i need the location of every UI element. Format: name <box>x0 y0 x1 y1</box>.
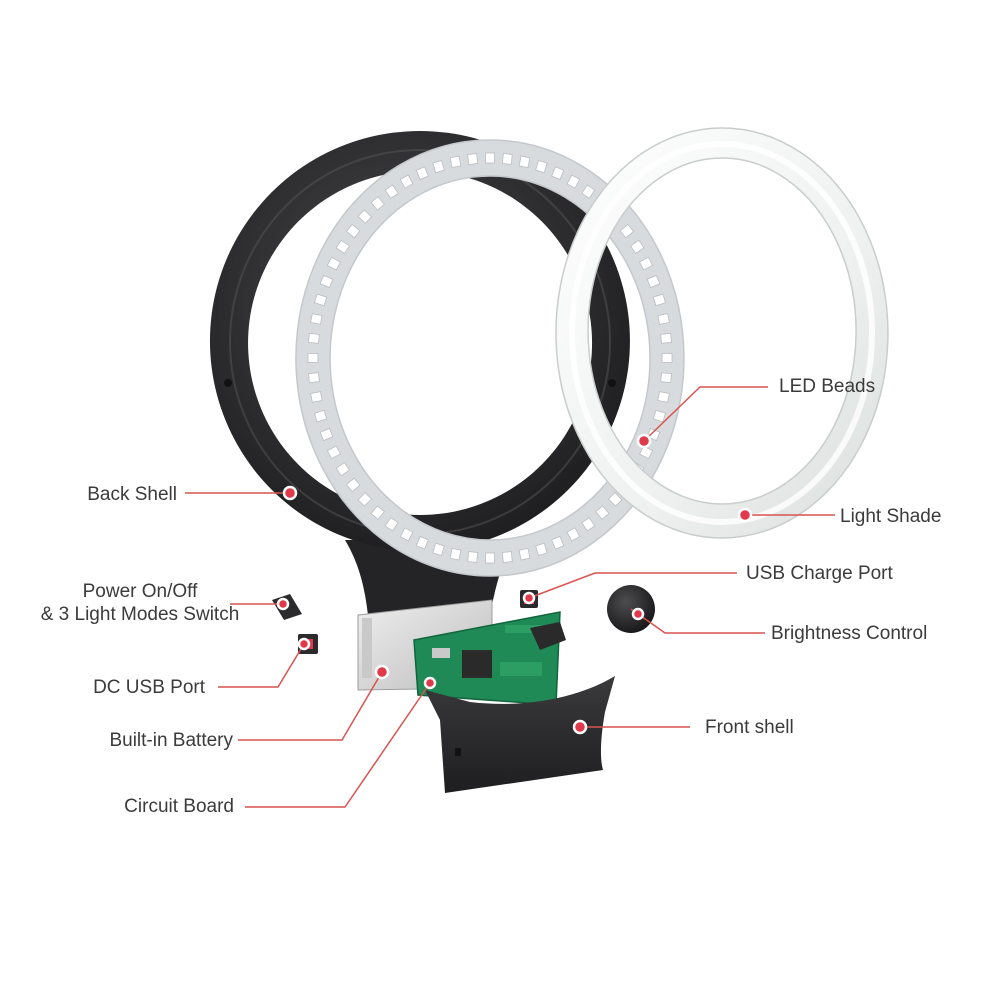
led-bead <box>326 256 341 271</box>
led-bead <box>335 462 351 477</box>
dot-power-switch <box>276 597 290 611</box>
led-bead <box>319 274 334 289</box>
led-bead <box>646 274 661 289</box>
led-bead <box>357 209 373 224</box>
label-back-shell: Back Shell <box>87 484 177 505</box>
led-bead <box>314 293 328 307</box>
led-bead <box>357 492 373 507</box>
led-bead <box>660 332 672 344</box>
led-bead <box>308 372 320 384</box>
led-bead <box>432 160 445 174</box>
label-dc-usb-port: DC USB Port <box>93 677 205 698</box>
led-bead <box>501 551 513 563</box>
led-bead <box>619 223 635 239</box>
led-bead <box>535 160 548 174</box>
led-bead <box>485 552 495 564</box>
label-led-beads: LED Beads <box>779 376 876 397</box>
led-bead <box>639 256 654 271</box>
leader-led-beads <box>643 386 768 442</box>
led-bead <box>370 505 385 520</box>
dot-light-shade <box>737 507 753 523</box>
led-bead <box>566 174 581 189</box>
label-usb-charge-port: USB Charge Port <box>746 563 893 584</box>
led-bead <box>566 527 581 542</box>
dot-dc-usb-port <box>297 637 311 651</box>
led-bead <box>432 542 445 556</box>
dot-led-beads <box>636 433 652 449</box>
led-bead <box>657 313 670 325</box>
led-bead <box>449 547 462 561</box>
led-bead <box>518 155 531 169</box>
led-bead <box>310 391 323 403</box>
leader-circuit-board <box>245 682 431 808</box>
led-bead <box>399 527 414 542</box>
label-brightness-control: Brightness Control <box>771 623 928 644</box>
label-built-in-battery: Built-in Battery <box>109 730 233 751</box>
led-bead <box>415 166 429 181</box>
led-bead <box>551 535 565 550</box>
dot-usb-charge-port <box>522 591 536 605</box>
leader-dc-usb-port <box>218 643 305 688</box>
led-bead <box>607 492 623 507</box>
led-bead <box>661 353 673 363</box>
led-bead <box>485 152 495 164</box>
light-shade <box>555 127 889 539</box>
led-bead <box>639 445 654 460</box>
led-bead <box>384 184 399 199</box>
leader-built-in-battery <box>238 671 383 741</box>
led-bead <box>581 184 596 199</box>
led-bead <box>657 391 670 403</box>
label-power-switch-line2: & 3 Light Modes Switch <box>40 604 240 625</box>
led-bead <box>345 477 361 493</box>
leader-lines <box>185 386 835 808</box>
label-circuit-board: Circuit Board <box>124 796 234 817</box>
led-bead <box>660 372 672 384</box>
dot-circuit-board <box>423 676 437 690</box>
circuit-board <box>413 611 566 706</box>
led-bead <box>345 223 361 239</box>
led-bead <box>467 551 479 563</box>
led-bead <box>314 409 328 423</box>
led-bead <box>518 547 531 561</box>
label-power-switch-line1: Power On/Off <box>82 581 198 602</box>
led-bead <box>652 293 666 307</box>
led-bead <box>326 445 341 460</box>
led-beads <box>307 152 673 564</box>
led-bead <box>319 427 334 442</box>
led-bead <box>308 332 320 344</box>
led-bead <box>307 353 319 363</box>
led-bead <box>467 153 479 165</box>
led-bead <box>652 409 666 423</box>
led-bead <box>629 239 645 254</box>
led-bead <box>415 535 429 550</box>
callout-dots <box>276 433 753 735</box>
dot-built-in-battery <box>374 664 390 680</box>
led-bead <box>384 517 399 532</box>
dot-brightness-control <box>631 607 645 621</box>
label-power-switch: Power On/Off & 3 Light Modes Switch <box>30 580 250 626</box>
led-bead <box>501 153 513 165</box>
dot-front-shell <box>572 719 588 735</box>
led-bead <box>335 239 351 254</box>
led-bead <box>581 517 596 532</box>
led-bead <box>535 542 548 556</box>
led-bead <box>595 505 610 520</box>
dot-back-shell <box>282 485 298 501</box>
leader-usb-charge-port <box>528 572 737 599</box>
led-bead <box>399 174 414 189</box>
led-bead <box>370 196 385 211</box>
led-bead <box>551 166 565 181</box>
led-bead <box>310 313 323 325</box>
label-front-shell: Front shell <box>705 717 794 738</box>
led-bead-ring <box>295 139 685 577</box>
label-light-shade: Light Shade <box>840 506 942 527</box>
led-bead <box>449 155 462 169</box>
